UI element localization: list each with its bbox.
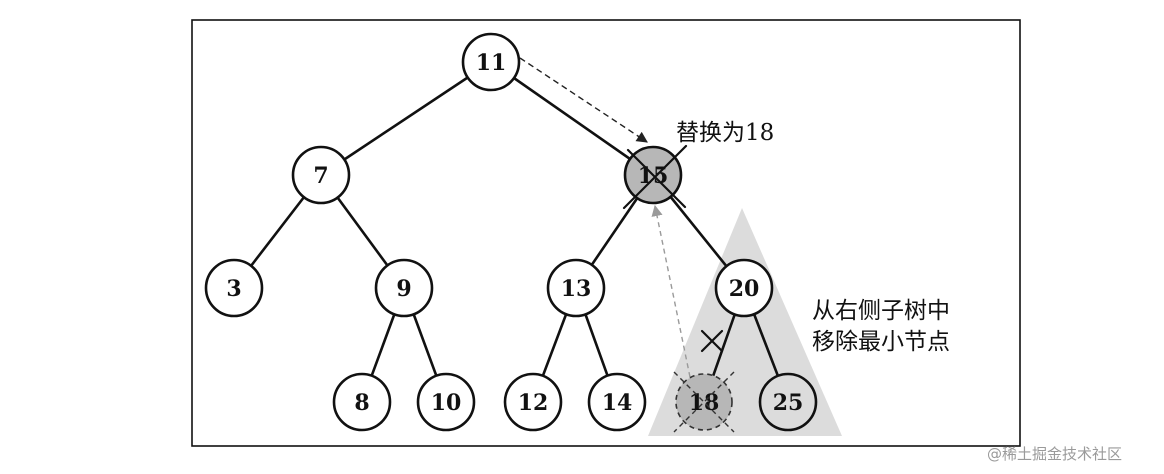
move-up-arrow — [651, 204, 691, 378]
edge-removed-cross-icon — [700, 329, 724, 353]
node-12: 12 — [503, 372, 563, 432]
node-13: 13 — [546, 258, 606, 318]
remove-annotation-line1: 从右侧子树中 — [812, 298, 950, 324]
node-12-label: 12 — [518, 390, 549, 416]
node-14-label: 14 — [602, 390, 633, 416]
node-10-label: 10 — [431, 390, 462, 416]
watermark: @稀土掘金技术社区 — [987, 445, 1122, 463]
replace-arrow — [519, 57, 648, 143]
node-8-label: 8 — [354, 390, 369, 416]
node-18-removed: 18 — [673, 371, 735, 433]
node-20-label: 20 — [729, 276, 760, 302]
node-25: 25 — [758, 372, 818, 432]
node-10: 10 — [416, 372, 476, 432]
replace-annotation: 替换为18 — [676, 120, 774, 146]
node-7: 7 — [291, 145, 351, 205]
node-15-replaced: 15 — [622, 144, 688, 210]
node-3: 3 — [204, 258, 264, 318]
remove-annotation-line2: 移除最小节点 — [812, 329, 950, 355]
edge-11-15 — [489, 60, 655, 177]
node-7-label: 7 — [313, 163, 328, 189]
node-11-label: 11 — [476, 50, 507, 76]
node-14: 14 — [587, 372, 647, 432]
node-9: 9 — [374, 258, 434, 318]
node-25-label: 25 — [773, 390, 804, 416]
node-11: 11 — [461, 32, 521, 92]
node-13-label: 13 — [561, 276, 592, 302]
node-15-cross-icon — [622, 144, 688, 210]
node-9-label: 9 — [396, 276, 411, 302]
node-20: 20 — [714, 258, 774, 318]
node-3-label: 3 — [226, 276, 241, 302]
edge-11-7 — [319, 60, 493, 177]
node-8: 8 — [332, 372, 392, 432]
